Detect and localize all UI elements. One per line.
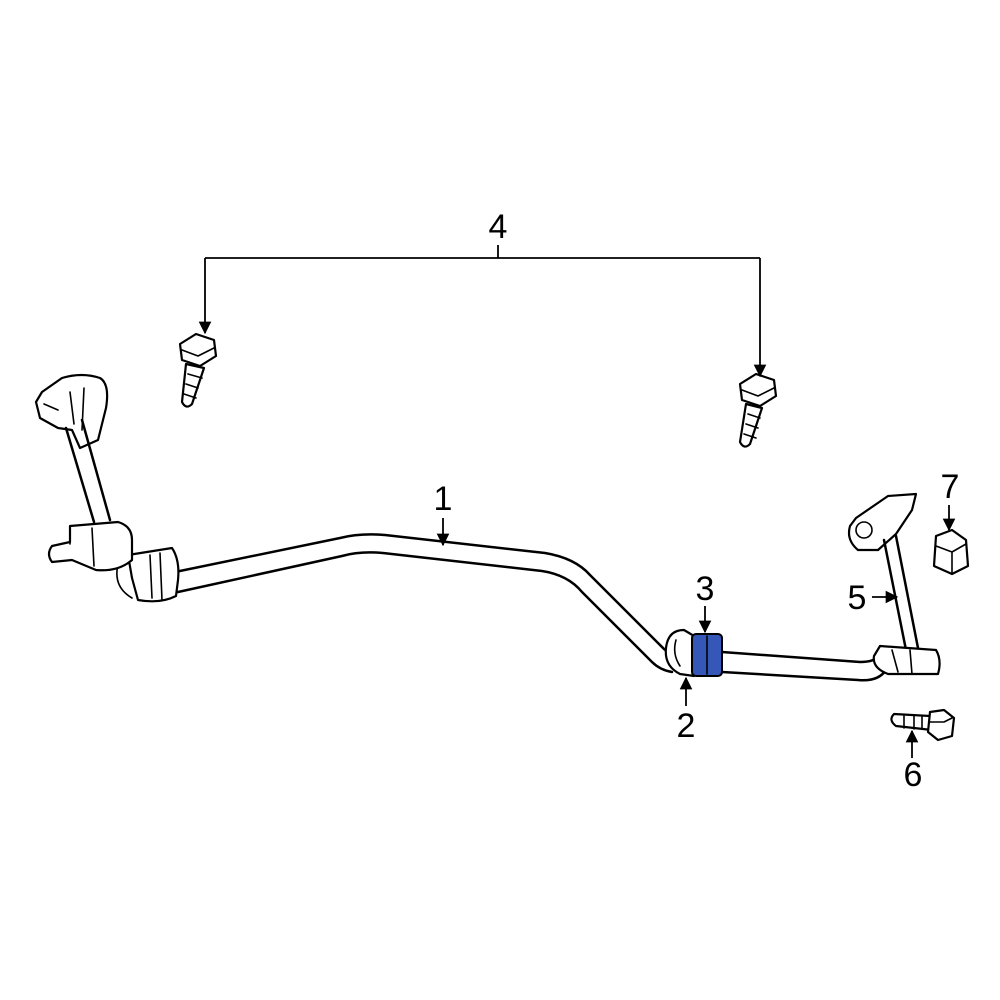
link-nut[interactable] bbox=[932, 528, 970, 576]
stabilizer-bar[interactable] bbox=[116, 533, 888, 682]
bolt-left[interactable] bbox=[178, 332, 218, 408]
bolt-right[interactable] bbox=[738, 372, 778, 448]
callout-1: 1 bbox=[434, 480, 453, 518]
callout-3: 3 bbox=[696, 570, 715, 608]
callout-4: 4 bbox=[489, 208, 508, 246]
callout-5: 5 bbox=[848, 579, 867, 617]
callout-6: 6 bbox=[904, 756, 923, 794]
leader-lines bbox=[198, 245, 956, 758]
right-stabilizer-link[interactable] bbox=[847, 492, 941, 676]
callout-7: 7 bbox=[941, 468, 960, 506]
left-stabilizer-link[interactable] bbox=[34, 373, 134, 572]
bushing[interactable] bbox=[664, 628, 696, 678]
link-bolt[interactable] bbox=[890, 708, 956, 742]
bushing-bracket-highlight[interactable] bbox=[691, 633, 723, 677]
callout-2: 2 bbox=[677, 707, 696, 745]
